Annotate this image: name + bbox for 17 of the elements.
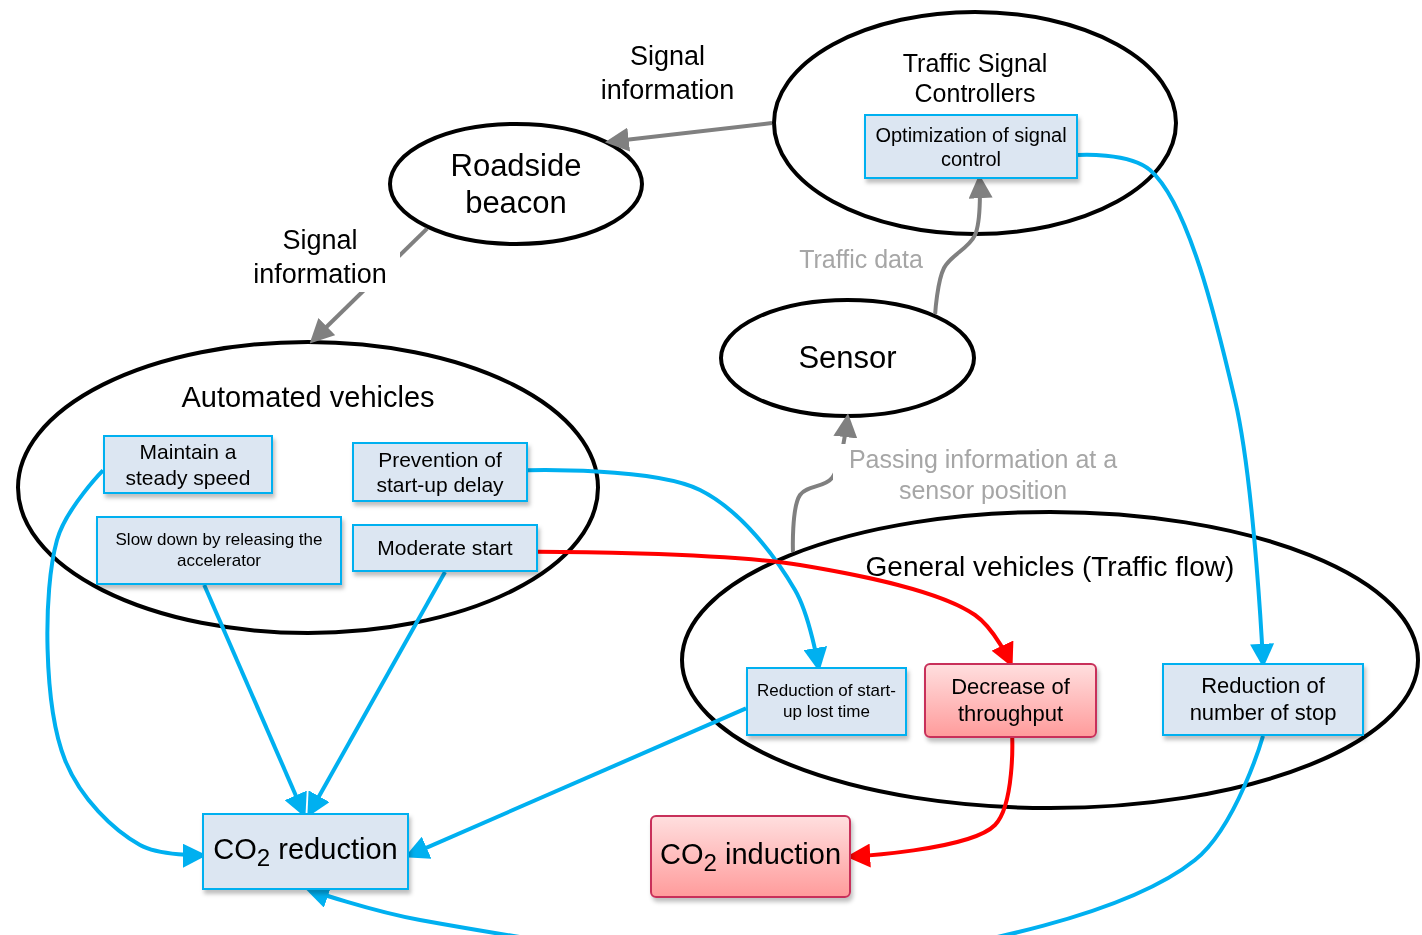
node-title: Roadside beacon (449, 146, 583, 222)
process-box: Optimization of signal control (864, 114, 1078, 179)
node-title: Traffic Signal Controllers (901, 48, 1049, 108)
process-box: Prevention of start-up delay (352, 442, 528, 502)
process-box: Decrease of throughput (924, 663, 1097, 738)
arrow (604, 121, 773, 152)
node-title: Sensor (797, 339, 898, 377)
process-box: Reduction of number of stop (1162, 663, 1364, 736)
process-box: CO$_{2}$ induction (650, 815, 851, 898)
process-box: CO$_{2}$ reduction (202, 813, 409, 890)
arrow (305, 735, 1265, 935)
node-title: General vehicles (Traffic flow) (864, 550, 1236, 584)
process-box: Slow down by releasing the accelerator (96, 516, 342, 585)
node-title: Automated vehicles (180, 380, 436, 415)
process-box: Moderate start (352, 524, 538, 572)
process-box: Reduction of start-up lost time (746, 667, 907, 736)
process-box: Maintain a steady speed (103, 435, 273, 494)
